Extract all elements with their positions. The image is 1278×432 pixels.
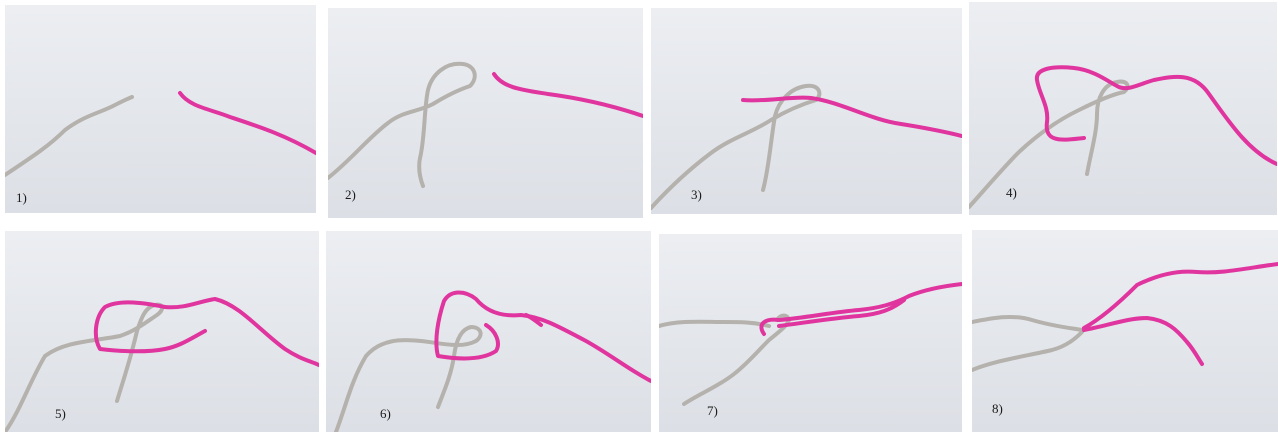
step-number: 5) (55, 407, 66, 420)
gray-cord-bottom (972, 332, 1082, 370)
pink-cord (180, 93, 316, 153)
cord-illustration (972, 230, 1278, 432)
step-1-photo: 1) (5, 5, 316, 213)
pink-cord-top (1084, 264, 1278, 328)
cord-illustration (5, 231, 319, 432)
step-number: 6) (380, 407, 391, 420)
cord-illustration (651, 8, 962, 214)
step-2-photo: 2) (328, 8, 643, 218)
pink-cord-bottom (1084, 318, 1202, 364)
step-8-photo: 8) (972, 230, 1278, 432)
step-number: 4) (1006, 186, 1017, 199)
step-6-photo: 6) (326, 231, 651, 432)
pink-cord (436, 293, 651, 382)
cord-illustration (969, 2, 1277, 215)
gray-cord-top (659, 322, 769, 326)
gray-cord (5, 97, 132, 175)
step-number: 1) (16, 191, 27, 204)
cord-illustration (5, 5, 316, 213)
step-number: 2) (345, 188, 356, 201)
pink-cord (494, 74, 643, 116)
gray-cord (336, 327, 481, 432)
step-5-photo: 5) (5, 231, 319, 432)
pink-cord (761, 284, 962, 334)
gray-cord (328, 64, 475, 186)
gray-cord-top (972, 317, 1082, 330)
pink-cord (1037, 67, 1277, 164)
cord-illustration (659, 234, 962, 432)
cord-illustration (328, 8, 643, 218)
step-3-photo: 3) (651, 8, 962, 214)
step-number: 8) (992, 402, 1003, 415)
step-4-photo: 4) (969, 2, 1277, 215)
gray-cord (651, 86, 819, 208)
step-7-photo: 7) (659, 234, 962, 432)
step-number: 7) (707, 404, 718, 417)
gray-cord (5, 305, 162, 432)
gray-cord (969, 82, 1128, 207)
step-number: 3) (691, 188, 702, 201)
cord-illustration (326, 231, 651, 432)
gray-cord-bottom (684, 316, 789, 405)
